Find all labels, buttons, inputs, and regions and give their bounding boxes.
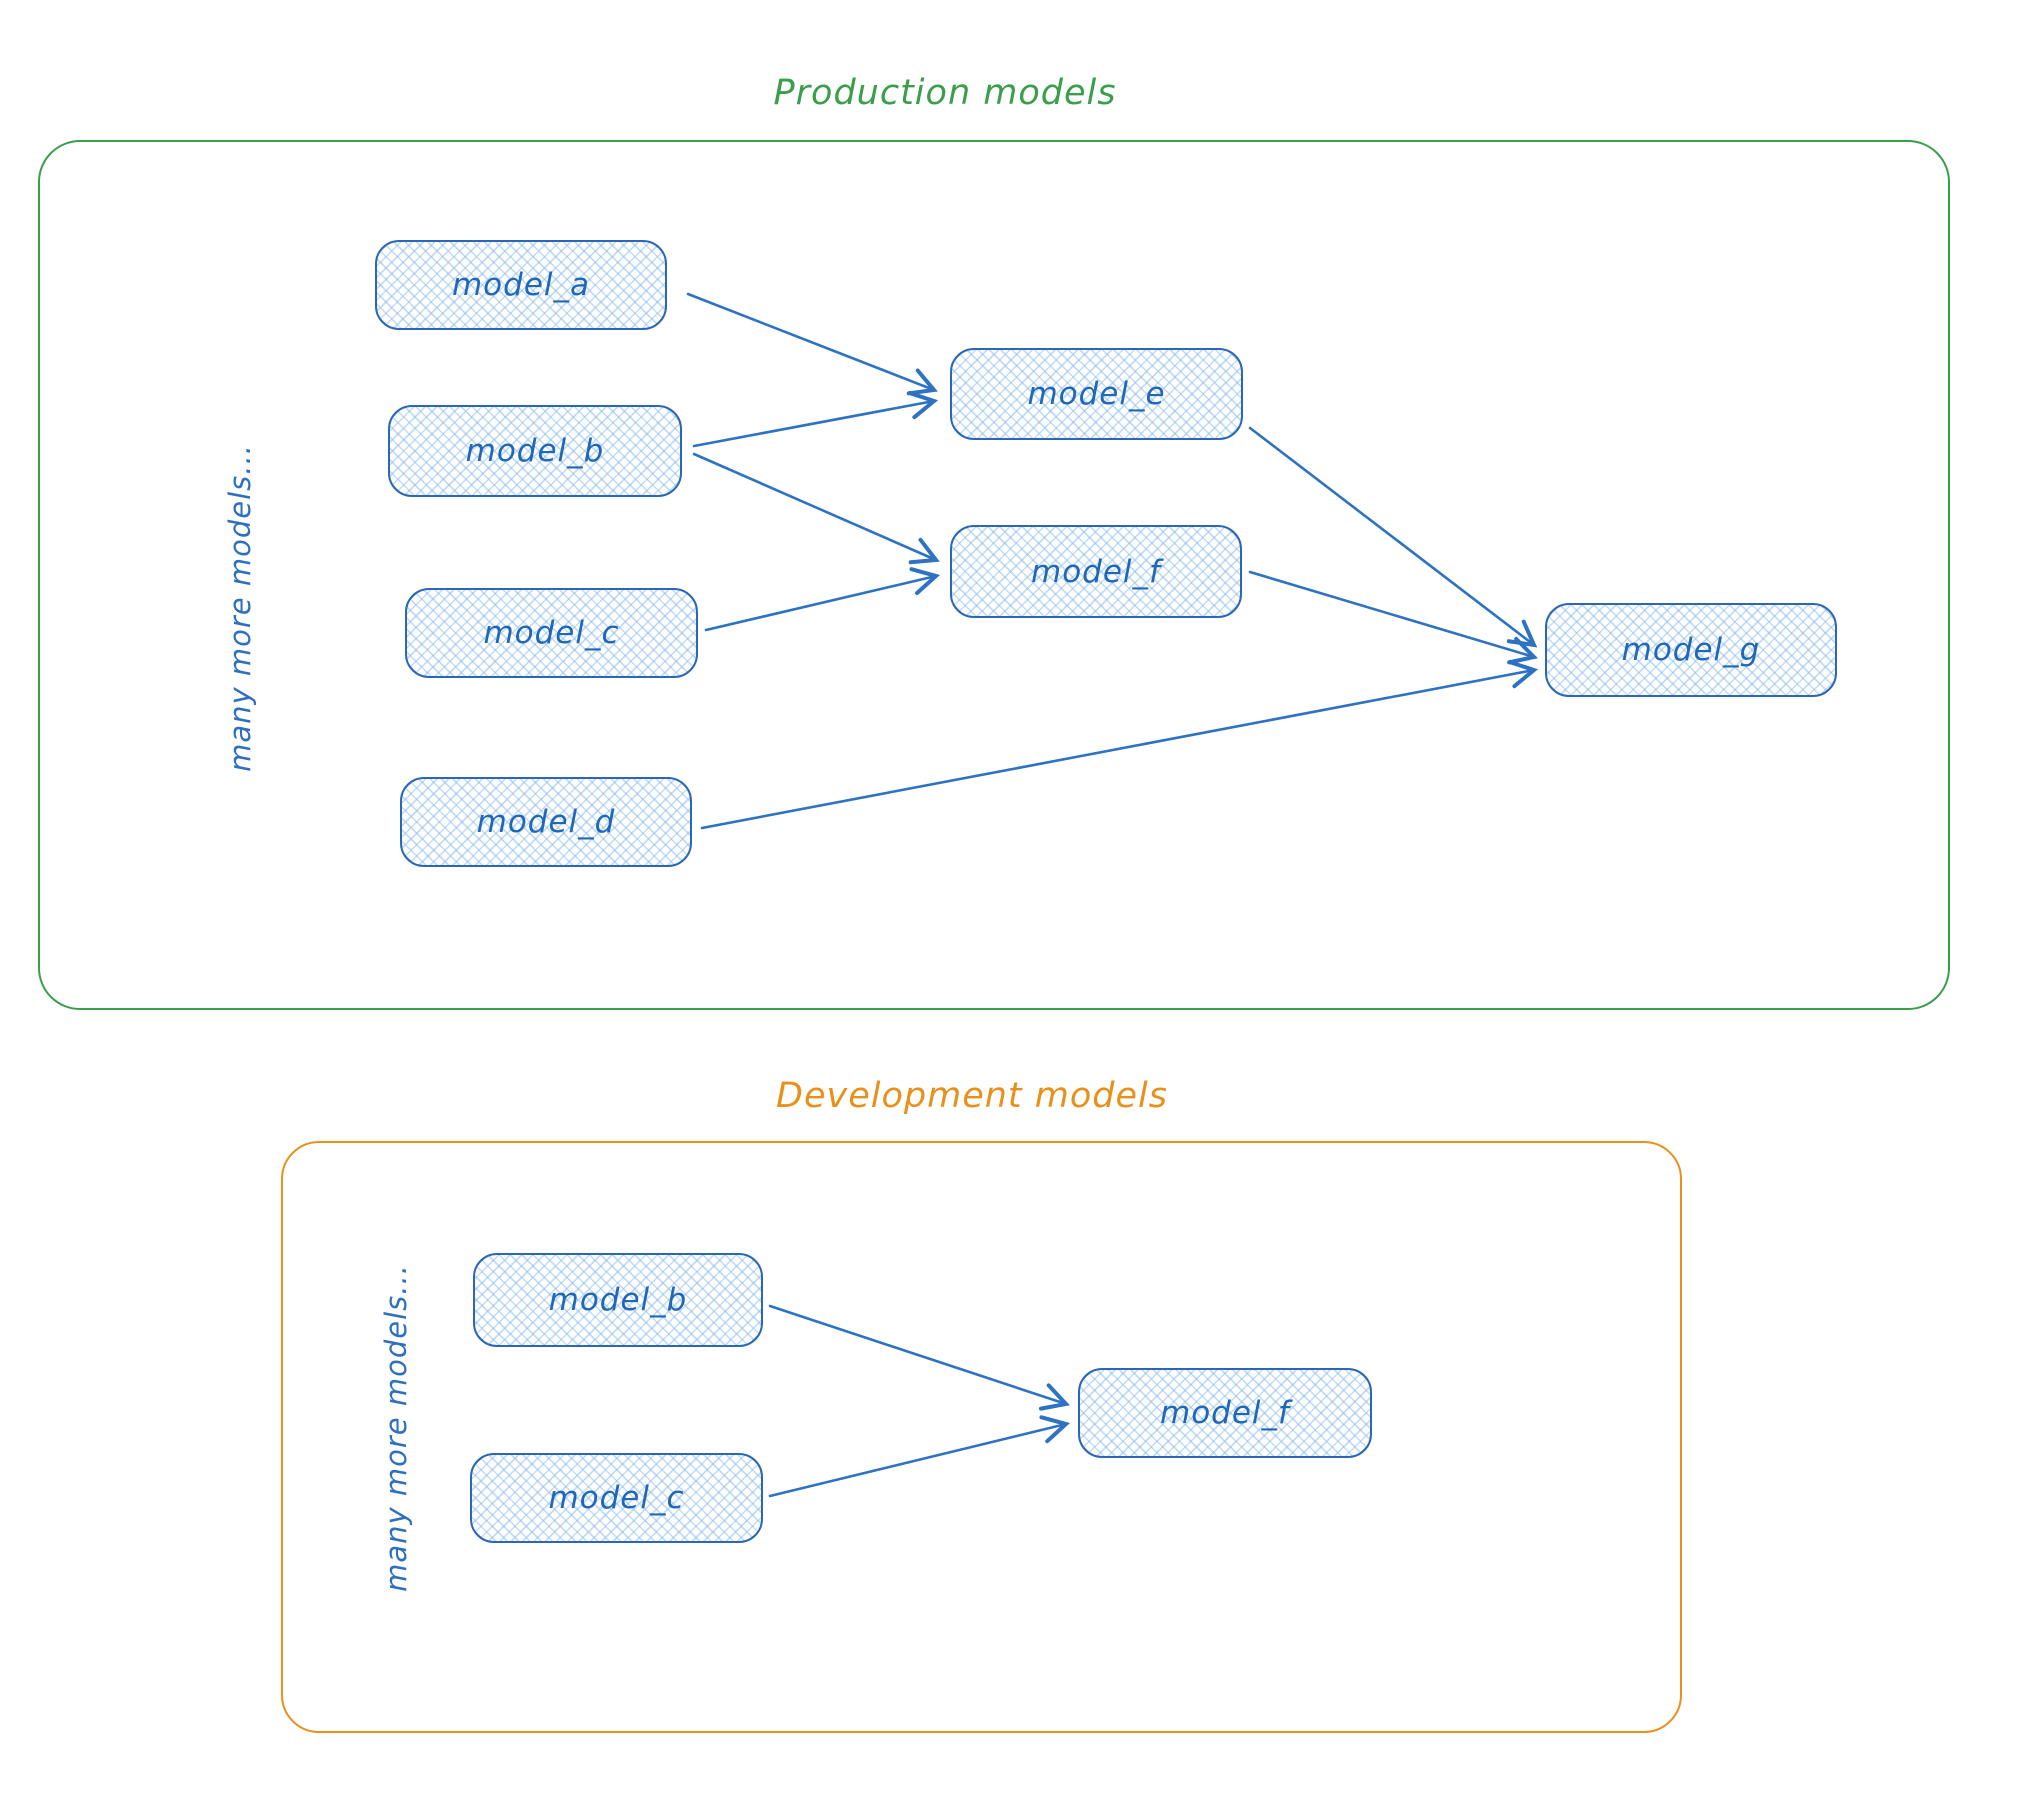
- node-production-model_d: model_d: [400, 777, 692, 867]
- node-label: model_f: [1031, 553, 1161, 590]
- node-production-model_a: model_a: [375, 240, 667, 330]
- node-label: model_b: [465, 433, 605, 469]
- node-production-model_c: model_c: [405, 588, 698, 678]
- node-development-model_c: model_c: [470, 1453, 763, 1543]
- production-side-note: many more models...: [223, 444, 257, 772]
- node-production-model_b: model_b: [388, 405, 682, 497]
- node-production-model_e: model_e: [950, 348, 1243, 440]
- development-section-title: Development models: [776, 1076, 1168, 1116]
- node-production-model_g: model_g: [1545, 603, 1837, 697]
- node-label: model_e: [1027, 376, 1166, 412]
- node-development-model_b: model_b: [473, 1253, 763, 1347]
- production-section-frame: [38, 140, 1950, 1010]
- development-side-note: many more models...: [379, 1264, 413, 1592]
- node-label: model_c: [548, 1480, 685, 1516]
- node-label: model_f: [1160, 1395, 1290, 1431]
- production-section-title: Production models: [773, 73, 1117, 113]
- node-label: model_a: [451, 267, 591, 303]
- node-production-model_f: model_f: [950, 525, 1242, 618]
- node-development-model_f: model_f: [1078, 1368, 1372, 1458]
- node-label: model_g: [1621, 632, 1761, 668]
- development-section-frame: [281, 1141, 1682, 1733]
- node-label: model_c: [483, 615, 620, 651]
- node-label: model_b: [548, 1282, 688, 1318]
- node-label: model_d: [476, 804, 616, 840]
